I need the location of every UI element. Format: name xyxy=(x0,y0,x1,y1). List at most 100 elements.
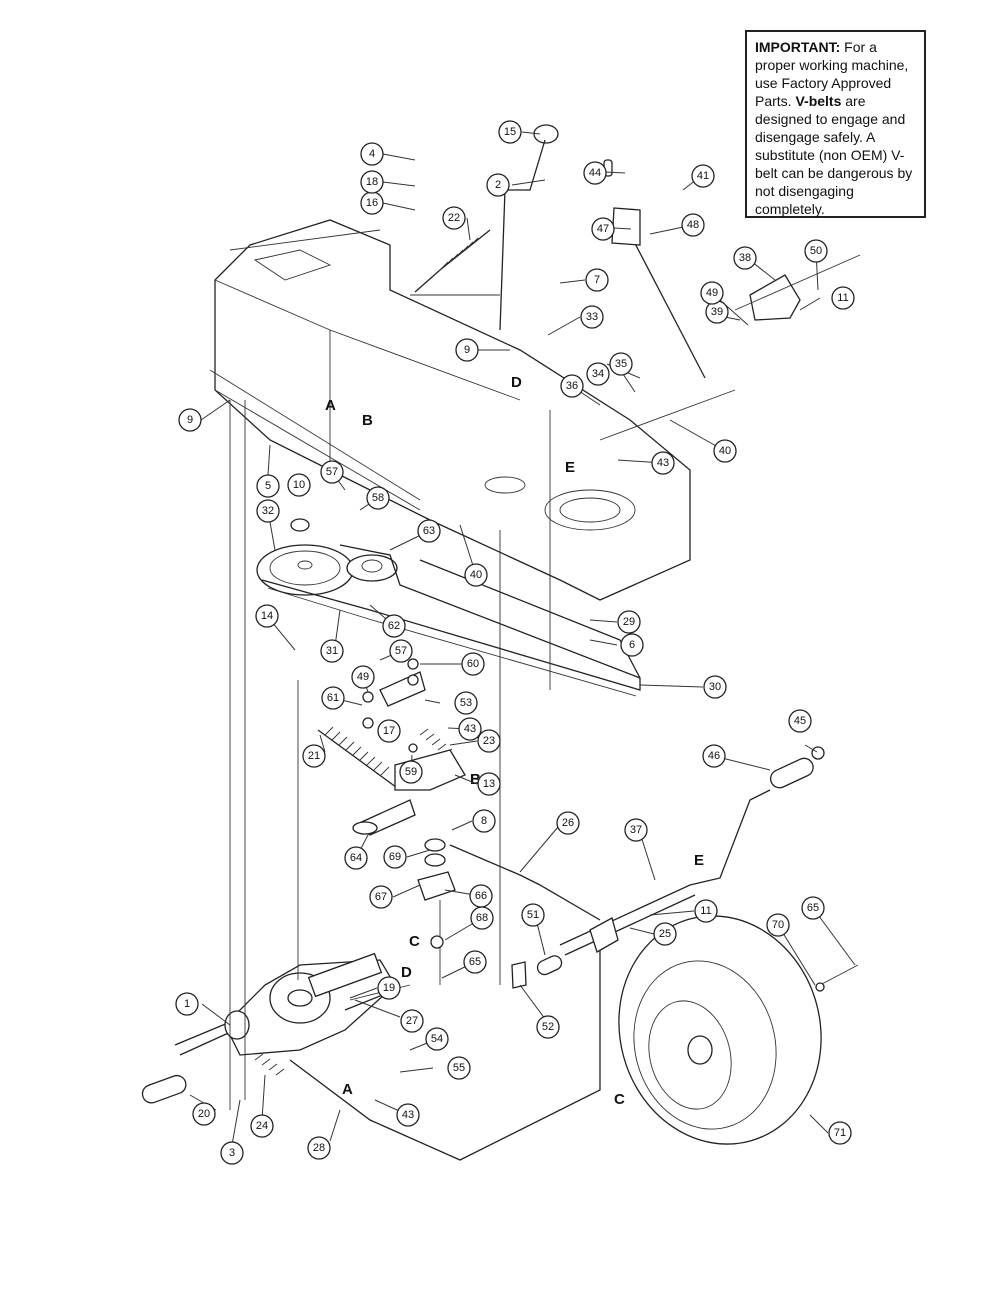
callout-36: 36 xyxy=(560,374,584,398)
callout-23: 23 xyxy=(477,729,501,753)
callout-11a: 11 xyxy=(831,286,855,310)
callout-13: 13 xyxy=(477,772,501,796)
spring-23 xyxy=(419,728,453,756)
callout-66: 66 xyxy=(469,884,493,908)
svg-text:51: 51 xyxy=(527,909,539,921)
svg-text:9: 9 xyxy=(464,344,470,356)
svg-text:43: 43 xyxy=(464,723,476,735)
callout-43a: 43 xyxy=(396,1103,420,1127)
callout-38: 38 xyxy=(733,246,757,270)
svg-text:29: 29 xyxy=(623,616,635,628)
callout-31: 31 xyxy=(320,639,344,663)
callout-18: 18 xyxy=(360,170,384,194)
callout-6: 6 xyxy=(620,633,644,657)
svg-text:59: 59 xyxy=(405,766,417,778)
svg-text:27: 27 xyxy=(406,1015,418,1027)
letter-e-upper: E xyxy=(565,459,575,476)
svg-text:65: 65 xyxy=(469,956,481,968)
bracket-53 xyxy=(379,671,426,707)
svg-text:47: 47 xyxy=(597,223,609,235)
callouts: 1 2 3 4 5 6 7 8 9 9 10 11 11 13 14 15 16… xyxy=(175,120,855,1165)
svg-text:31: 31 xyxy=(326,645,338,657)
shaft-37 xyxy=(559,746,825,956)
callout-47: 47 xyxy=(591,217,615,241)
callout-65a: 65 xyxy=(463,950,487,974)
callout-32: 32 xyxy=(256,499,280,523)
callout-59: 59 xyxy=(399,760,423,784)
svg-text:54: 54 xyxy=(431,1033,443,1045)
svg-text:71: 71 xyxy=(834,1127,846,1139)
callout-24: 24 xyxy=(250,1114,274,1138)
letter-c-middle: C xyxy=(409,933,420,950)
plate-52 xyxy=(511,961,527,989)
callout-57a: 57 xyxy=(320,460,344,484)
callout-15: 15 xyxy=(498,120,522,144)
callout-69: 69 xyxy=(383,845,407,869)
svg-text:63: 63 xyxy=(423,525,435,537)
callout-1: 1 xyxy=(175,992,199,1016)
callout-28: 28 xyxy=(307,1136,331,1160)
svg-text:14: 14 xyxy=(261,610,273,622)
callout-35: 35 xyxy=(609,352,633,376)
rod-26 xyxy=(449,844,601,921)
pivot-rod xyxy=(734,254,861,311)
svg-text:26: 26 xyxy=(562,817,574,829)
svg-text:40: 40 xyxy=(470,569,482,581)
callout-49a: 49 xyxy=(700,281,724,305)
svg-text:11: 11 xyxy=(700,905,711,917)
callout-10: 10 xyxy=(287,473,311,497)
svg-text:43: 43 xyxy=(657,457,669,469)
svg-text:69: 69 xyxy=(389,851,401,863)
letter-c-wheel: C xyxy=(614,1091,625,1108)
callout-40b: 40 xyxy=(713,439,737,463)
svg-text:64: 64 xyxy=(350,852,362,864)
svg-text:7: 7 xyxy=(594,274,600,286)
svg-text:19: 19 xyxy=(383,982,395,994)
callout-58: 58 xyxy=(366,486,390,510)
callout-54: 54 xyxy=(425,1027,449,1051)
svg-text:36: 36 xyxy=(566,380,578,392)
callout-9b: 9 xyxy=(178,408,202,432)
svg-text:4: 4 xyxy=(369,148,375,160)
svg-text:25: 25 xyxy=(659,928,671,940)
callout-34: 34 xyxy=(586,362,610,386)
callout-21: 21 xyxy=(302,744,326,768)
callout-11b: 11 xyxy=(694,899,718,923)
callout-61: 61 xyxy=(321,686,345,710)
callout-62: 62 xyxy=(382,614,406,638)
rod-48 xyxy=(627,229,706,379)
grip-46 xyxy=(769,757,814,789)
notice-text-1: For a proper working machine, use Factor… xyxy=(755,39,909,109)
callout-70: 70 xyxy=(766,913,790,937)
svg-text:38: 38 xyxy=(739,252,751,264)
frame xyxy=(209,219,691,601)
svg-text:3: 3 xyxy=(229,1147,235,1159)
svg-text:32: 32 xyxy=(262,505,274,517)
svg-text:48: 48 xyxy=(687,219,699,231)
bracket-38 xyxy=(749,274,801,321)
notice-text-2: are designed to engage and disengage saf… xyxy=(755,93,913,217)
svg-text:6: 6 xyxy=(629,639,635,651)
svg-text:49: 49 xyxy=(357,671,369,683)
callout-20: 20 xyxy=(192,1102,216,1126)
important-notice: IMPORTANT: For a proper working machine,… xyxy=(745,30,926,218)
svg-text:46: 46 xyxy=(708,750,720,762)
svg-text:43: 43 xyxy=(402,1109,414,1121)
svg-text:16: 16 xyxy=(366,197,378,209)
callout-14: 14 xyxy=(255,604,279,628)
svg-text:53: 53 xyxy=(460,697,472,709)
callout-65b: 65 xyxy=(801,896,825,920)
svg-text:50: 50 xyxy=(810,245,822,257)
callout-4: 4 xyxy=(360,142,384,166)
pulley-32 xyxy=(256,518,354,596)
spring-22 xyxy=(414,229,491,293)
svg-text:20: 20 xyxy=(198,1108,210,1120)
svg-text:11: 11 xyxy=(837,292,848,304)
letter-d-lower: D xyxy=(401,964,412,981)
svg-text:65: 65 xyxy=(807,902,819,914)
svg-text:28: 28 xyxy=(313,1142,325,1154)
svg-text:57: 57 xyxy=(395,645,407,657)
callout-63: 63 xyxy=(417,519,441,543)
bracket-67 xyxy=(417,871,456,901)
